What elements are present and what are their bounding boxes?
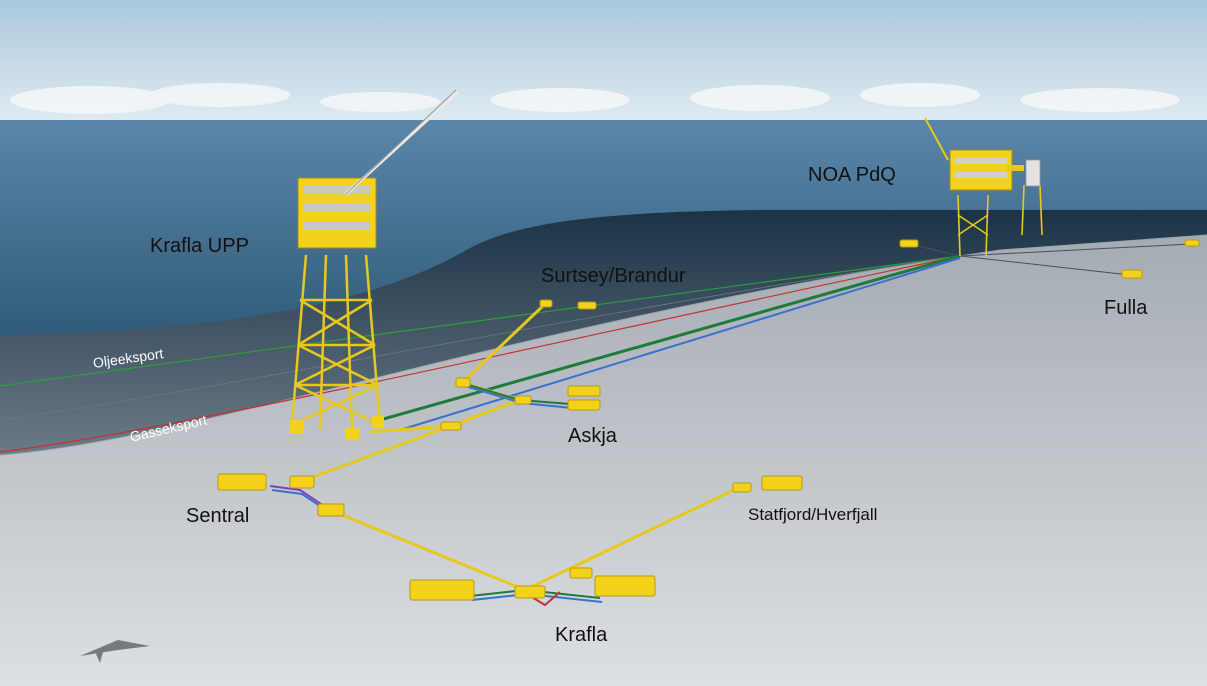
- label-fulla: Fulla: [1104, 297, 1148, 319]
- clouds: [10, 83, 1180, 114]
- subsea-templates: [217, 239, 1200, 601]
- north-arrow-icon: [80, 640, 150, 663]
- label-statfjord-hverfjall: Statfjord/Hverfjall: [748, 505, 878, 524]
- fulla-line: [959, 255, 1131, 276]
- krafla-upp-platform: [290, 89, 460, 440]
- noa-pdq-platform: [924, 117, 1043, 257]
- sentral-template: [217, 473, 267, 491]
- infield-lines: [299, 302, 741, 592]
- seabed-horizon: [0, 234, 1207, 456]
- flowline-green: [379, 254, 961, 422]
- askja-template-1: [567, 385, 601, 397]
- label-surtsey-brandur: Surtsey/Brandur: [541, 265, 686, 287]
- krafla-template-east: [594, 575, 656, 597]
- statfjord-template: [761, 475, 803, 491]
- subsea-line: [0, 255, 961, 421]
- gas-export-line: [0, 255, 961, 453]
- krafla-template-west: [409, 579, 475, 601]
- fulla-template: [1121, 269, 1143, 279]
- seabed: [0, 235, 1207, 686]
- sky: [0, 0, 1207, 130]
- label-askja: Askja: [568, 425, 617, 447]
- label-krafla-upp: Krafla UPP: [150, 235, 249, 257]
- surtsey-template: [577, 301, 597, 310]
- askja-template-2: [567, 399, 601, 411]
- label-sentral: Sentral: [186, 505, 250, 527]
- flowline-blue: [399, 257, 961, 431]
- east-line: [959, 243, 1191, 257]
- label-noa-pdq: NOA PdQ: [808, 164, 896, 186]
- label-krafla: Krafla: [555, 624, 608, 646]
